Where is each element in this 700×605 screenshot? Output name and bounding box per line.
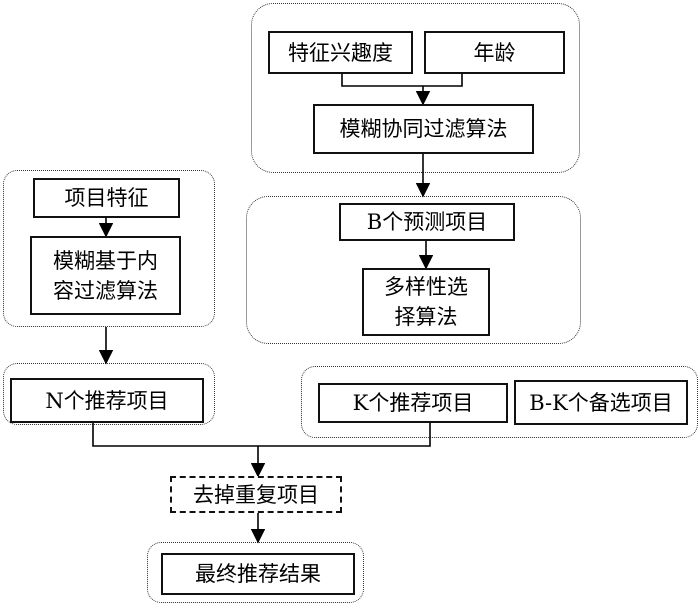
group-content-based xyxy=(3,170,215,327)
group-collaborative-filtering xyxy=(251,3,580,173)
diversity-selection-node: 多样性选 择算法 xyxy=(362,268,490,336)
edge-inputs-to-fuzzy-cf xyxy=(341,74,463,104)
final-recommendation-node: 最终推荐结果 xyxy=(161,553,355,595)
group-prediction-diversity xyxy=(246,196,581,344)
edge-merge-to-dedup xyxy=(92,423,431,476)
bk-candidate-items-node: B-K个备选项目 xyxy=(514,380,688,425)
remove-duplicates-node: 去掉重复项目 xyxy=(170,476,342,513)
item-feature-node: 项目特征 xyxy=(33,178,180,218)
age-node: 年龄 xyxy=(424,31,565,74)
n-recommended-items-node: N个推荐项目 xyxy=(10,378,204,423)
k-recommended-items-node: K个推荐项目 xyxy=(318,383,508,423)
group-k-recommend xyxy=(301,366,698,438)
fuzzy-content-based-filtering-node: 模糊基于内 容过滤算法 xyxy=(30,236,181,315)
fuzzy-collaborative-filtering-node: 模糊协同过滤算法 xyxy=(313,104,534,154)
b-predicted-items-node: B个预测项目 xyxy=(339,203,515,241)
feature-interest-node: 特征兴趣度 xyxy=(268,31,413,74)
